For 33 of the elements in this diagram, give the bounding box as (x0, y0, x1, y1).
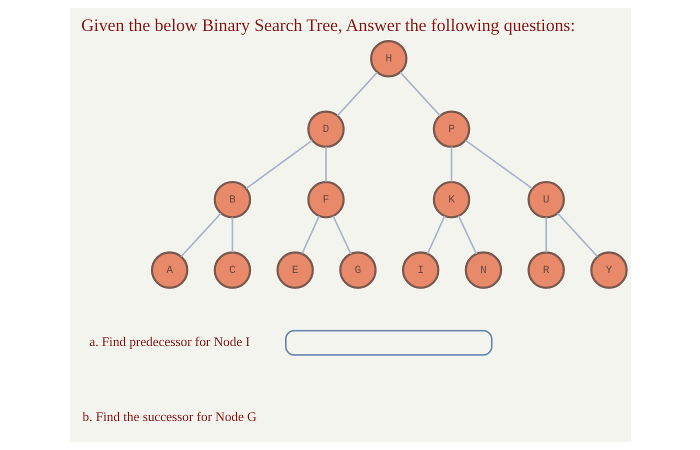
node-circle: P (432, 110, 470, 148)
connector (544, 217, 547, 252)
connector (450, 146, 452, 182)
connector (556, 212, 598, 258)
node-circle: I (401, 251, 439, 289)
node-circle: N (464, 251, 502, 289)
node-circle: A (150, 251, 188, 289)
connector (231, 217, 233, 252)
node-circle: R (527, 251, 564, 289)
node-circle: C (213, 251, 251, 289)
connector (336, 72, 378, 116)
node-circle: E (276, 251, 314, 289)
connector (399, 72, 440, 116)
node-box (284, 330, 492, 356)
node-circle: B (213, 180, 251, 218)
connector (245, 140, 312, 190)
connector (324, 146, 326, 182)
node-circle: D (306, 110, 344, 148)
connector (180, 212, 222, 258)
connector (457, 216, 477, 254)
node-circle: U (527, 180, 564, 218)
label: a. Find predecessor for Node I (88, 334, 250, 350)
diagram-title: Given the below Binary Search Tree, Answer the following questions: (80, 14, 575, 35)
connector (426, 216, 445, 254)
connector (300, 216, 320, 254)
node-circle: K (432, 180, 470, 218)
connector (464, 140, 532, 190)
node-circle: F (306, 180, 344, 218)
label: b. Find the successor for Node G (82, 409, 256, 424)
node-circle: Y (590, 251, 628, 289)
connector (332, 216, 352, 254)
node-circle: H (370, 40, 407, 78)
node-circle: G (338, 251, 376, 289)
